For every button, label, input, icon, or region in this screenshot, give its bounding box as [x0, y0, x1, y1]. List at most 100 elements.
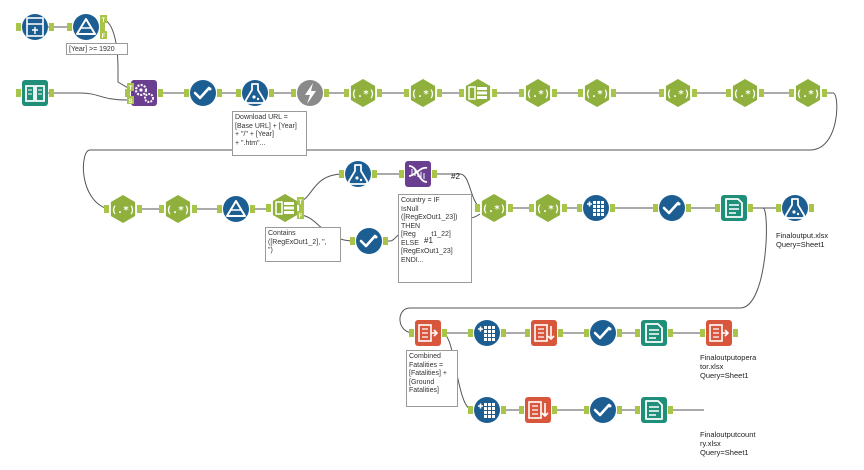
filter-contains-tool[interactable] [217, 196, 255, 222]
input-anchor[interactable] [726, 89, 731, 97]
output-anchor[interactable] [748, 204, 753, 212]
output-anchor[interactable] [432, 170, 437, 178]
regex-tool-8[interactable]: (.*) [104, 195, 142, 223]
input-anchor[interactable] [291, 89, 296, 97]
input-anchor[interactable] [16, 89, 21, 97]
input-anchor[interactable] [184, 89, 189, 97]
output-anchor[interactable] [668, 329, 673, 337]
select-tool-1[interactable] [184, 80, 222, 106]
regex-tool-1[interactable]: (.*) [344, 79, 382, 107]
output-anchor[interactable] [617, 329, 622, 337]
text-input-tool[interactable] [16, 14, 54, 40]
output-anchor[interactable] [558, 329, 563, 337]
output-anchor[interactable] [501, 406, 506, 414]
output-anchor[interactable] [692, 89, 697, 97]
output-anchor[interactable] [49, 89, 54, 97]
download-tool[interactable] [291, 80, 329, 106]
output-anchor[interactable] [49, 23, 54, 31]
regex-tool-10[interactable]: (.*) [475, 194, 513, 222]
sort-operator-tool[interactable] [525, 320, 563, 346]
input-anchor[interactable] [584, 406, 589, 414]
output-anchor[interactable] [501, 329, 506, 337]
output-anchor[interactable] [299, 204, 304, 212]
output-anchor[interactable] [610, 204, 615, 212]
output-anchor[interactable] [552, 89, 557, 97]
output-anchor[interactable] [668, 406, 673, 414]
multi-field-operator-tool[interactable] [468, 320, 506, 346]
input-anchor[interactable] [217, 205, 222, 213]
regex-tool-7[interactable]: (.*) [789, 79, 827, 107]
regex-tool-9[interactable]: (.*) [159, 195, 197, 223]
output-anchor[interactable] [269, 89, 274, 97]
text-to-columns-tool-2[interactable] [266, 194, 304, 222]
input-anchor[interactable] [578, 89, 583, 97]
select-country-tool[interactable] [584, 397, 622, 423]
formula-combined-tool[interactable] [776, 195, 814, 221]
output-anchor[interactable] [611, 89, 616, 97]
input-anchor[interactable] [339, 170, 344, 178]
input-anchor[interactable] [584, 329, 589, 337]
output-anchor[interactable] [217, 89, 222, 97]
input-anchor[interactable] [635, 329, 640, 337]
input-anchor[interactable] [635, 406, 640, 414]
union-dna-tool[interactable] [399, 161, 437, 187]
output-anchor[interactable] [508, 204, 513, 212]
input-anchor[interactable] [409, 329, 414, 337]
output-anchor[interactable] [759, 89, 764, 97]
regex-tool-2[interactable]: (.*) [404, 79, 442, 107]
output-anchor[interactable] [437, 89, 442, 97]
output-anchor[interactable] [617, 406, 622, 414]
regex-tool-5[interactable]: (.*) [659, 79, 697, 107]
input-anchor[interactable] [266, 204, 271, 212]
input-anchor[interactable] [700, 329, 705, 337]
input-anchor[interactable] [468, 329, 473, 337]
output-anchor[interactable] [158, 89, 163, 97]
regex-tool-6[interactable]: (.*) [726, 79, 764, 107]
input-anchor[interactable] [529, 204, 534, 212]
input-anchor[interactable] [125, 89, 130, 97]
output-anchor[interactable] [822, 89, 827, 97]
summarize-country-tool[interactable] [700, 320, 738, 346]
input-data-tool[interactable] [16, 80, 54, 106]
output-anchor[interactable] [492, 89, 497, 97]
regex-tool-4[interactable]: (.*) [578, 79, 616, 107]
input-anchor[interactable] [350, 237, 355, 245]
input-anchor[interactable] [715, 204, 720, 212]
select-tool-2[interactable] [350, 228, 388, 254]
output-anchor[interactable] [442, 329, 447, 337]
input-anchor[interactable] [577, 204, 582, 212]
output-anchor[interactable] [100, 23, 105, 31]
output-anchor[interactable] [372, 170, 377, 178]
output-anchor[interactable] [137, 205, 142, 213]
multi-field-country-tool[interactable] [468, 397, 506, 423]
input-anchor[interactable] [475, 204, 480, 212]
input-anchor[interactable] [104, 205, 109, 213]
input-anchor[interactable] [659, 89, 664, 97]
output-anchor[interactable] [383, 237, 388, 245]
regex-tool-11[interactable]: (.*) [529, 194, 567, 222]
input-anchor[interactable] [459, 89, 464, 97]
multi-field-tool[interactable] [577, 195, 615, 221]
output-anchor[interactable] [192, 205, 197, 213]
input-anchor[interactable] [67, 23, 72, 31]
batch-macro-tool[interactable] [125, 80, 163, 106]
input-anchor[interactable] [159, 205, 164, 213]
output-anchor[interactable] [733, 329, 738, 337]
text-to-columns-tool-1[interactable] [459, 79, 497, 107]
input-anchor[interactable] [468, 406, 473, 414]
sort-country-tool[interactable] [519, 397, 557, 423]
output-anchor[interactable] [562, 204, 567, 212]
output-anchor[interactable] [552, 406, 557, 414]
output-anchor[interactable] [324, 89, 329, 97]
output-anchor[interactable] [377, 89, 382, 97]
regex-tool-3[interactable]: (.*) [519, 79, 557, 107]
select-tool-3[interactable] [653, 195, 691, 221]
input-anchor[interactable] [525, 329, 530, 337]
output-anchor[interactable] [250, 205, 255, 213]
output-anchor[interactable] [809, 204, 814, 212]
input-anchor[interactable] [776, 204, 781, 212]
input-anchor[interactable] [519, 89, 524, 97]
output-anchor[interactable] [686, 204, 691, 212]
input-anchor[interactable] [236, 89, 241, 97]
select-operator-tool[interactable] [584, 320, 622, 346]
